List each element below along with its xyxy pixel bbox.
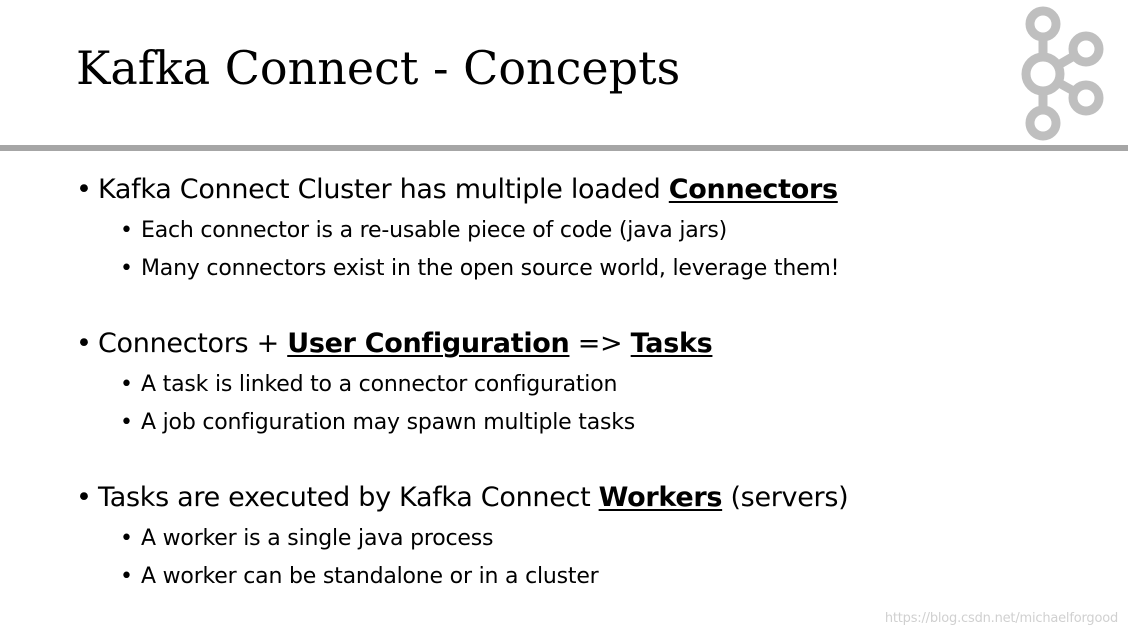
bullet-level2: A worker can be standalone or in a clust… [120,558,1106,596]
bullet-level2: Each connector is a re-usable piece of c… [120,212,1106,250]
bullet-text: Kafka Connect Cluster has multiple loade… [98,174,669,205]
keyword-user-configuration: User Configuration [287,328,570,359]
slide-title: Kafka Connect - Concepts [76,41,681,95]
watermark-text: https://blog.csdn.net/michaelforgood [884,611,1118,626]
bullet-level1: Kafka Connect Cluster has multiple loade… [76,168,1106,212]
keyword-tasks: Tasks [630,328,713,359]
bullet-level2: A worker is a single java process [120,520,1106,558]
kafka-logo-icon [1021,6,1104,141]
title-divider [0,145,1128,151]
bullet-list: Kafka Connect Cluster has multiple loade… [76,168,1106,630]
bullet-text: Tasks are executed by Kafka Connect [98,482,599,513]
bullet-text: (servers) [722,482,849,513]
bullet-group-tasks: Connectors + User Configuration => Tasks… [76,322,1106,442]
bullet-text: => [569,328,631,359]
bullet-text: Connectors + [98,328,288,359]
bullet-level2: A job configuration may spawn multiple t… [120,404,1106,442]
bullet-group-connectors: Kafka Connect Cluster has multiple loade… [76,168,1106,288]
bullet-level2: Many connectors exist in the open source… [120,250,1106,288]
bullet-level1: Tasks are executed by Kafka Connect Work… [76,476,1106,520]
keyword-workers: Workers [598,482,723,513]
bullet-level1: Connectors + User Configuration => Tasks [76,322,1106,366]
bullet-group-workers: Tasks are executed by Kafka Connect Work… [76,476,1106,596]
keyword-connectors: Connectors [668,174,838,205]
bullet-level2: A task is linked to a connector configur… [120,366,1106,404]
